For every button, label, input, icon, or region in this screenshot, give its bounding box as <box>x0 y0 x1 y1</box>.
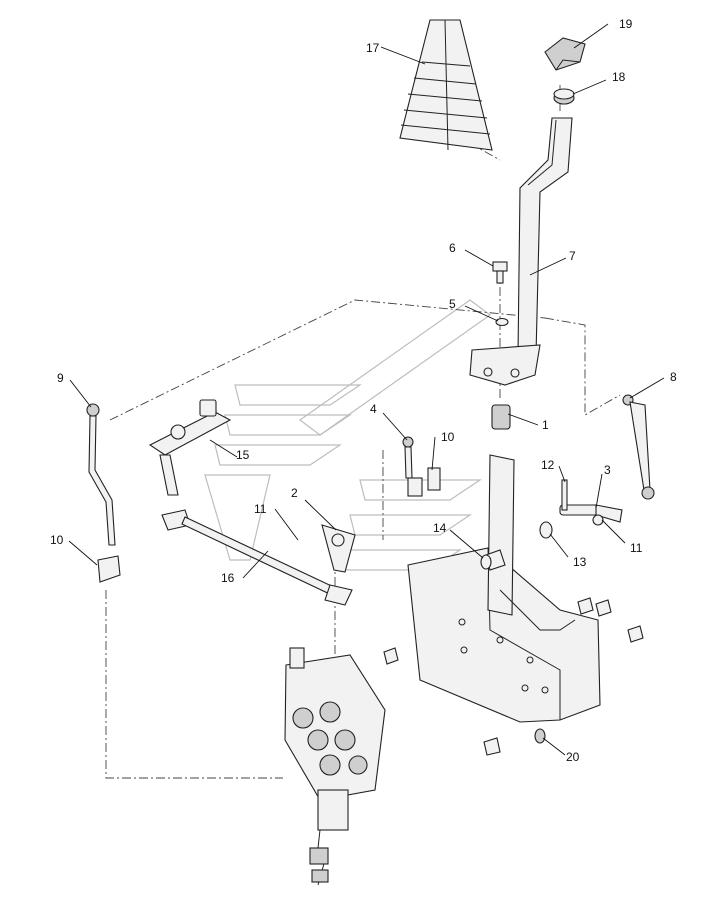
leader-7 <box>529 257 567 276</box>
bolt-6 <box>492 261 508 284</box>
callout-2: 2 <box>291 486 298 500</box>
leader-10b <box>431 436 436 471</box>
pin-12 <box>561 479 568 511</box>
control-valve <box>284 647 386 886</box>
leader-15 <box>209 439 238 458</box>
leader-11b <box>601 519 626 544</box>
leader-9 <box>69 379 92 408</box>
ring-18 <box>553 88 575 105</box>
callout-1: 1 <box>542 418 549 432</box>
callout-17: 17 <box>366 41 380 55</box>
callout-labels: 1 2 3 4 5 6 7 8 9 10 10 11 11 12 13 14 1… <box>50 17 677 764</box>
boot-17 <box>399 19 493 151</box>
callout-6: 6 <box>449 241 456 255</box>
callout-3: 3 <box>604 463 611 477</box>
leader-6 <box>464 249 494 267</box>
washer-5 <box>495 317 509 327</box>
callout-11-right: 11 <box>630 541 643 555</box>
callout-11-center: 11 <box>254 502 267 516</box>
lever-3 <box>559 504 623 526</box>
pin-14 <box>480 554 492 570</box>
link-4 <box>402 436 441 497</box>
lever-15 <box>148 399 232 496</box>
callout-10-left: 10 <box>50 533 64 547</box>
callout-7: 7 <box>569 249 576 263</box>
link-rod-9 <box>86 403 121 583</box>
leader-4 <box>382 412 408 441</box>
callout-15: 15 <box>236 448 250 462</box>
callout-18: 18 <box>612 70 626 84</box>
callout-20: 20 <box>566 750 580 764</box>
leader-11a <box>274 508 299 541</box>
callout-5: 5 <box>449 297 456 311</box>
callout-4: 4 <box>370 402 377 416</box>
callout-10-center: 10 <box>441 430 455 444</box>
bellcrank-2 <box>321 524 356 573</box>
leader-17 <box>380 46 426 65</box>
lever-bracket <box>469 344 541 386</box>
leader-20 <box>542 737 566 756</box>
leader-19 <box>573 23 609 49</box>
link-rod-8 <box>622 394 655 500</box>
callout-13: 13 <box>573 555 587 569</box>
callout-leaders <box>68 23 665 756</box>
leader-18 <box>572 79 607 95</box>
leader-8 <box>629 377 665 399</box>
leader-3 <box>595 473 603 509</box>
mounting-bolts <box>383 597 644 756</box>
callout-16: 16 <box>221 571 235 585</box>
leader-1 <box>507 413 539 426</box>
leader-2 <box>304 499 337 531</box>
leader-16 <box>242 550 269 579</box>
callout-19: 19 <box>619 17 633 31</box>
callout-14: 14 <box>433 521 447 535</box>
leader-5 <box>464 305 499 322</box>
link-rod-16 <box>161 509 353 606</box>
leader-14 <box>449 529 484 559</box>
leader-13 <box>549 533 569 558</box>
leader-12 <box>558 465 566 483</box>
lever-7 <box>517 117 573 356</box>
callout-12: 12 <box>541 458 555 472</box>
callout-9: 9 <box>57 371 64 385</box>
knob-19 <box>544 37 586 71</box>
pivot-1 <box>491 404 511 430</box>
callout-8: 8 <box>670 370 677 384</box>
washer-13 <box>539 521 553 539</box>
leader-10a <box>68 540 98 566</box>
